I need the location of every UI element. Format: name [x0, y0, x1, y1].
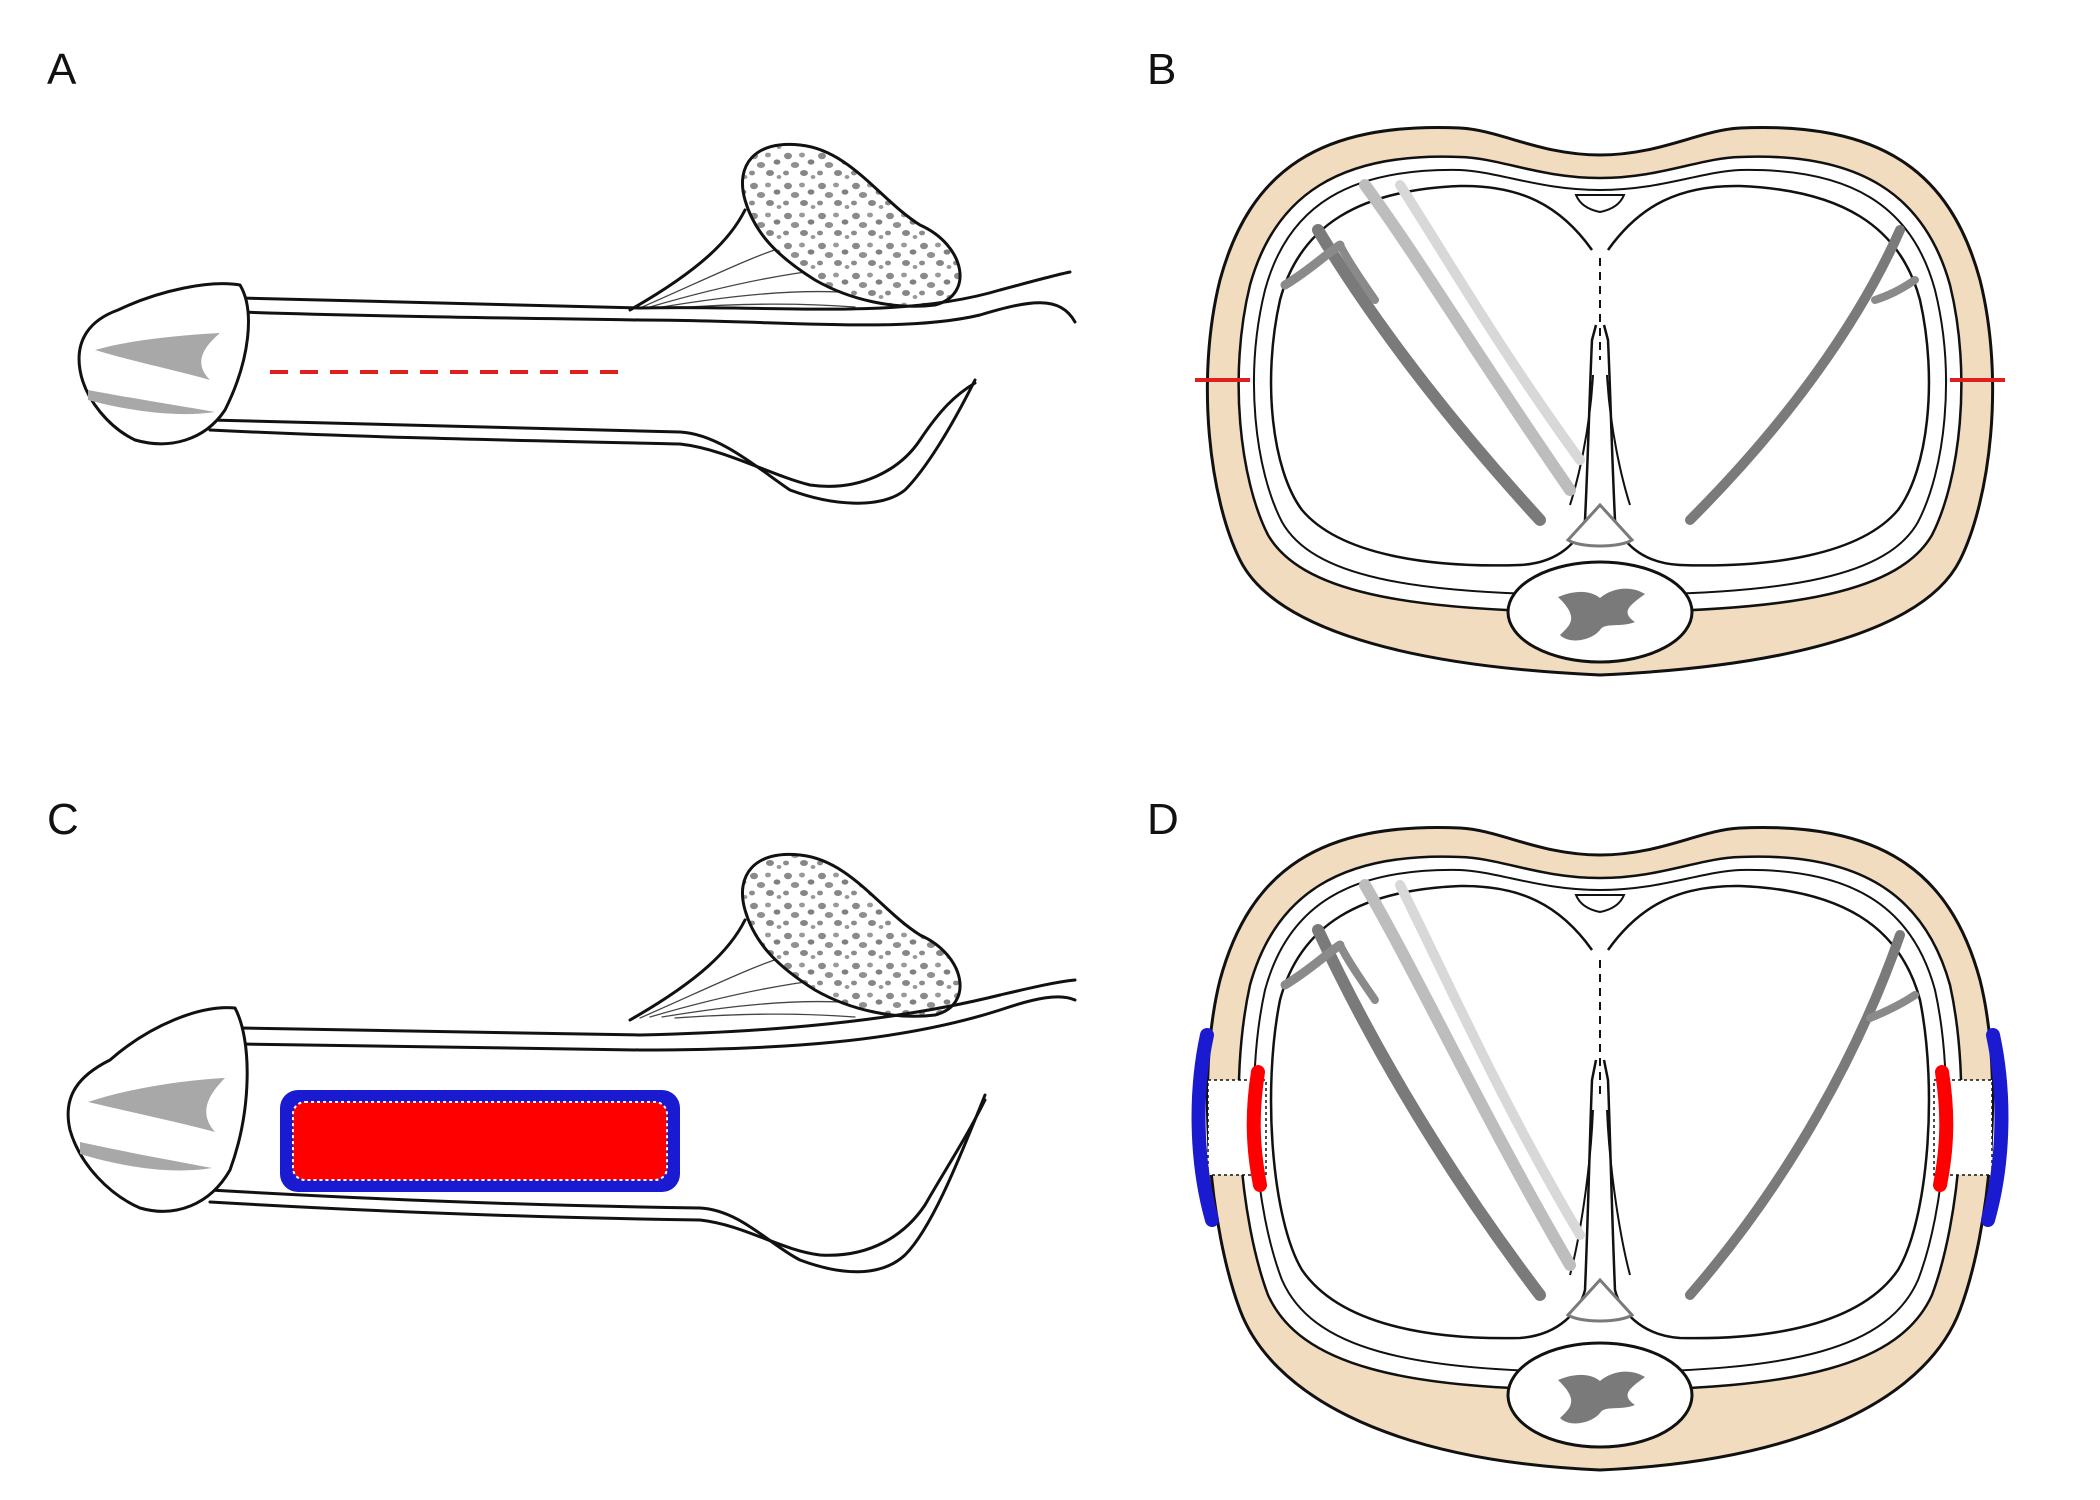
graft-red-left — [1246, 1065, 1267, 1192]
trabecular-strands-right — [1685, 225, 1919, 525]
meatus — [88, 1078, 225, 1132]
shaft-ventral-inner — [208, 381, 977, 488]
dorsal-vein — [1574, 894, 1626, 914]
penis-cross-section-graft-diagram — [1191, 826, 2009, 1472]
urethra-triangle — [1565, 1277, 1635, 1323]
frenulum — [88, 390, 215, 415]
shaft-dorsal-outline — [238, 270, 1072, 311]
frenulum — [80, 1142, 212, 1171]
shaft-dorsal-outline — [238, 978, 1077, 1037]
urethra-triangle — [1565, 502, 1635, 548]
shaft-dorsal-inner — [238, 301, 1077, 327]
septum-lower — [1569, 374, 1631, 506]
shaft-ventral-inner — [208, 1098, 987, 1257]
penis-lateral-diagram — [77, 142, 1077, 505]
panel-label-c: C — [47, 795, 79, 844]
urethral-lumen — [1558, 1371, 1645, 1424]
corpus-cavernosum-right — [1602, 184, 1931, 567]
trabecular-strands-left — [1280, 879, 1585, 1301]
graft — [292, 1101, 668, 1181]
pubic-bone — [740, 852, 962, 1018]
dorsal-vein — [1574, 194, 1626, 214]
urethral-lumen — [1558, 588, 1645, 641]
penis-cross-section-diagram — [1195, 126, 2005, 677]
panel-label-b: B — [1147, 45, 1177, 94]
corpus-cavernosum-right — [1602, 884, 1931, 1340]
penis-lateral-graft-diagram — [66, 852, 1077, 1274]
graft-red-right — [1933, 1065, 1954, 1192]
pubic-bone — [740, 142, 962, 308]
trabecular-strands-right — [1685, 930, 1919, 1300]
suspensory-ligament — [628, 918, 856, 1022]
panel-label-d: D — [1147, 795, 1179, 844]
panel-label-a: A — [47, 45, 77, 94]
meatus — [95, 333, 220, 380]
trabecular-strands-left — [1280, 179, 1585, 526]
shaft-dorsal-inner — [238, 995, 1077, 1052]
graft-blue-right — [1981, 1028, 2009, 1227]
graft-blue-left — [1191, 1028, 1219, 1227]
